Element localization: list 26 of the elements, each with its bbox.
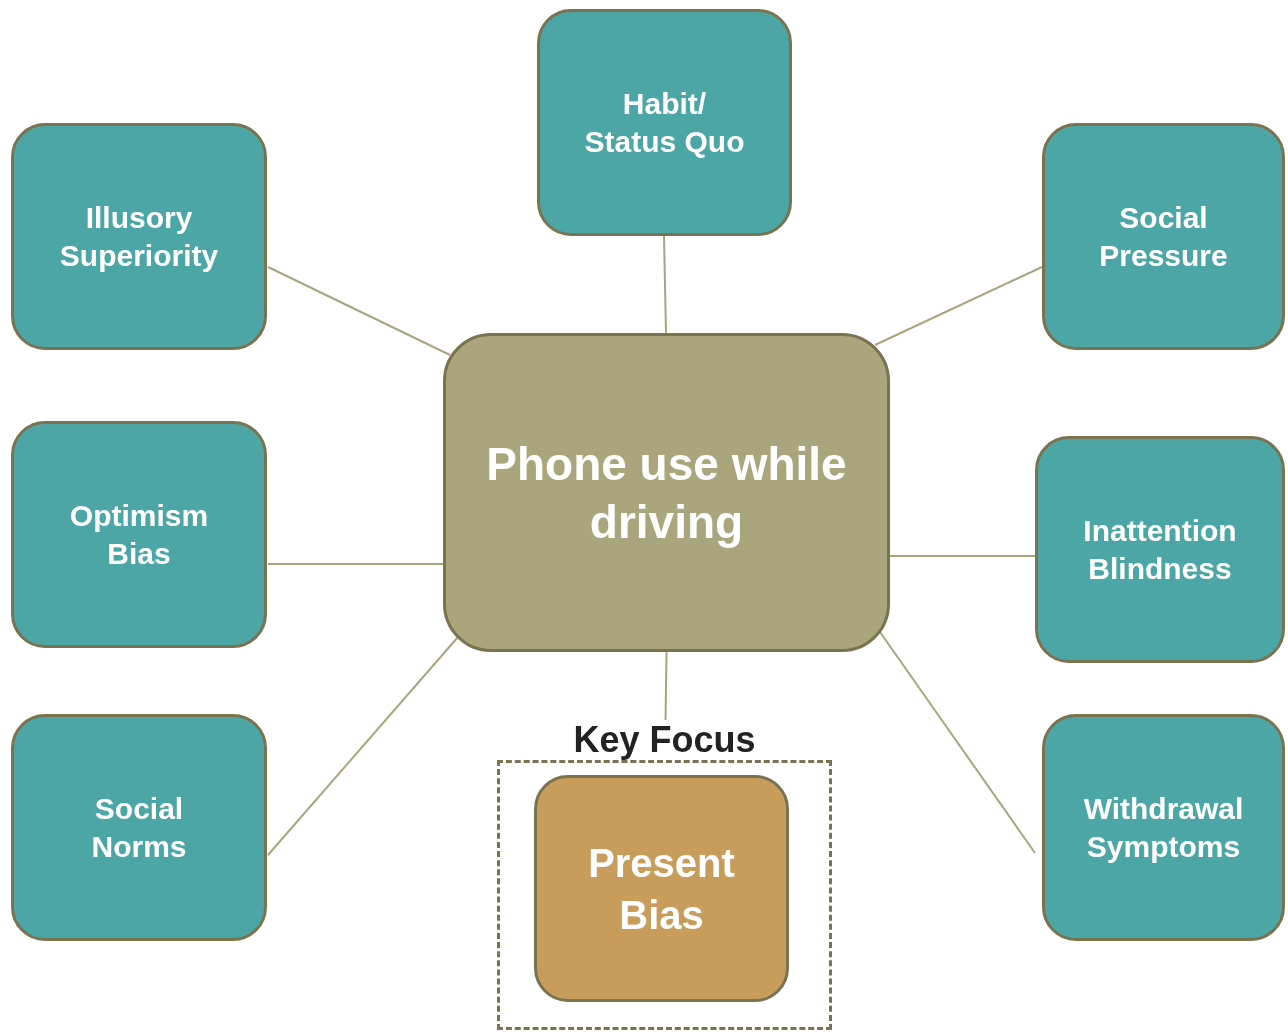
connector-line xyxy=(663,235,667,334)
node-label: Present Bias xyxy=(587,839,736,939)
concept-box xyxy=(537,9,792,236)
connector-line xyxy=(267,636,459,856)
connector-line xyxy=(889,555,1036,557)
concept-box xyxy=(11,714,267,941)
node-label: Social Pressure xyxy=(1098,199,1229,274)
concept-box xyxy=(11,123,267,350)
connector-line xyxy=(874,266,1043,346)
concept-box xyxy=(443,333,890,652)
node-label: Habit/ Status Quo xyxy=(583,85,746,160)
node-label: Phone use while driving xyxy=(485,436,848,550)
concept-box xyxy=(534,775,789,1002)
connector-line xyxy=(664,651,668,721)
concept-box xyxy=(1042,123,1285,350)
concept-box xyxy=(11,421,267,648)
concept-box xyxy=(1035,436,1285,663)
node-label: Optimism Bias xyxy=(68,497,210,572)
node-label: Withdrawal Symptoms xyxy=(1082,790,1245,865)
connector-line xyxy=(267,266,451,356)
node-label: Illusory Superiority xyxy=(58,199,220,274)
concept-box xyxy=(1042,714,1285,941)
node-label: Social Norms xyxy=(90,790,188,865)
connector-line xyxy=(879,631,1036,854)
connector-line xyxy=(267,563,444,565)
node-label: Inattention Blindness xyxy=(1082,512,1238,587)
